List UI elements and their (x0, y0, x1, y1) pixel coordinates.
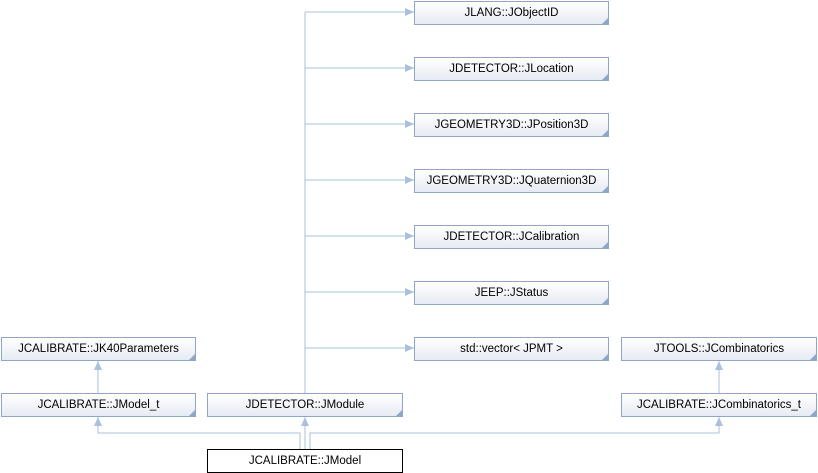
node-jcalibration[interactable]: JDETECTOR::JCalibration (414, 225, 609, 249)
node-jk40parameters[interactable]: JCALIBRATE::JK40Parameters (1, 337, 196, 361)
node-jquaternion3d[interactable]: JGEOMETRY3D::JQuaternion3D (414, 169, 609, 193)
node-jlocation[interactable]: JDETECTOR::JLocation (414, 57, 609, 81)
node-jcombinatorics[interactable]: JTOOLS::JCombinatorics (621, 337, 817, 361)
node-jobjectid[interactable]: JLANG::JObjectID (414, 1, 609, 25)
node-jmodel-current: JCALIBRATE::JModel (207, 449, 403, 473)
node-jmodel-t[interactable]: JCALIBRATE::JModel_t (1, 393, 196, 417)
node-jposition3d[interactable]: JGEOMETRY3D::JPosition3D (414, 113, 609, 137)
node-jcombinatorics-t[interactable]: JCALIBRATE::JCombinatorics_t (621, 393, 817, 417)
node-jstatus[interactable]: JEEP::JStatus (414, 281, 609, 305)
edge-jmodel-jcombinatorics-t (309, 417, 723, 449)
node-jmodule[interactable]: JDETECTOR::JModule (207, 393, 403, 417)
edge-jmodel-jmodel-t (94, 417, 301, 449)
node-vector-jpmt[interactable]: std::vector< JPMT > (414, 337, 609, 361)
